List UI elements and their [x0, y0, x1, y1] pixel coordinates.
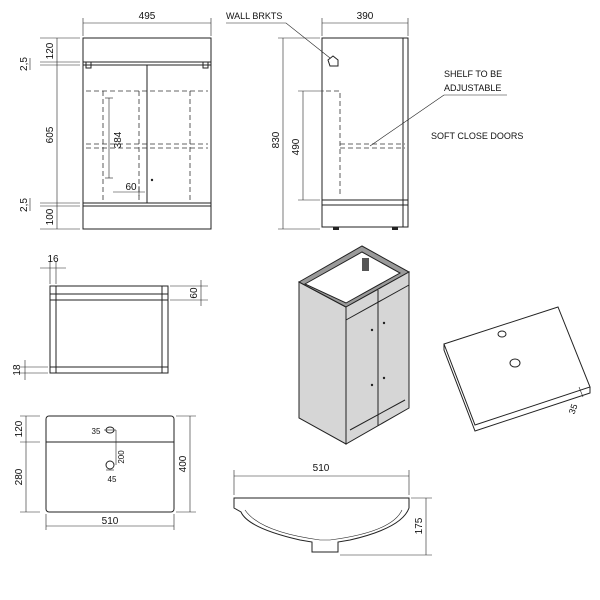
dim-front-top-gap: 2,5 — [19, 57, 30, 71]
side-elevation: 390 830 490 WALL BRKTS SHELF TO BE ADJUS… — [226, 11, 523, 230]
foot-icon — [333, 227, 339, 230]
dim-front-door: 605 — [45, 126, 56, 143]
section-view: 16 60 18 — [12, 254, 208, 380]
note-shelf-line2: ADJUSTABLE — [444, 83, 501, 93]
dim-top-rail: 60 — [189, 287, 200, 299]
wall-bracket-icon — [327, 55, 339, 67]
hinge-icon — [202, 61, 209, 69]
dim-basin-depth: 400 — [178, 455, 189, 472]
handle-dot-icon — [150, 178, 154, 182]
leader-wall-brackets — [226, 22, 331, 59]
dim-basin-iso: 35 — [567, 403, 580, 416]
dim-side-width: 390 — [357, 11, 374, 22]
iso-bracket-icon — [362, 258, 369, 271]
side-cabinet-outline — [321, 37, 409, 228]
basin-plan: 120 280 400 510 35 200 45 — [14, 415, 196, 530]
iso-side-panel — [298, 281, 347, 445]
dim-side-shelf: 490 — [291, 138, 302, 155]
dim-basin-hole: 35 — [92, 427, 101, 436]
dim-front-bottom-gap: 2,5 — [19, 198, 30, 212]
iso-basin: 35 — [443, 306, 591, 432]
foot-icon — [392, 227, 398, 230]
dim-front-inner: 384 — [113, 131, 124, 148]
basin-section-outline — [233, 497, 410, 553]
dim-front-width: 495 — [139, 11, 156, 22]
dim-front-top: 120 — [45, 42, 56, 59]
dim-side-height: 830 — [271, 131, 282, 148]
waste-icon — [105, 460, 115, 470]
waste-icon — [509, 358, 521, 368]
leader-shelf — [369, 94, 445, 147]
hinge-icon — [85, 61, 92, 69]
note-shelf-line1: SHELF TO BE — [444, 69, 502, 79]
dim-basin-waste-dist: 200 — [117, 450, 126, 464]
dim-basin-waste: 45 — [108, 475, 117, 484]
dim-basin-front: 280 — [14, 468, 25, 485]
note-wall-brackets: WALL BRKTS — [226, 11, 282, 21]
front-elevation: 495 120 2,5 605 2,5 100 384 60 — [19, 11, 212, 230]
dim-top-board: 16 — [47, 254, 59, 265]
dim-base-board: 18 — [12, 364, 23, 376]
dim-basin-rear: 120 — [14, 420, 25, 437]
note-soft-close: SOFT CLOSE DOORS — [431, 131, 523, 141]
dim-front-plinth: 100 — [45, 208, 56, 225]
dim-basin-width-plan: 510 — [102, 516, 119, 527]
dim-basin-height: 175 — [414, 517, 425, 534]
basin-plan-outline — [45, 415, 175, 513]
dim-basin-width-section: 510 — [313, 463, 330, 474]
iso-cabinet — [297, 245, 411, 445]
front-cabinet-outline — [82, 37, 212, 230]
dim-front-handle: 60 — [125, 182, 137, 193]
basin-section: 510 175 — [233, 463, 432, 556]
section-outline — [49, 285, 169, 374]
tap-hole-icon — [497, 330, 507, 338]
